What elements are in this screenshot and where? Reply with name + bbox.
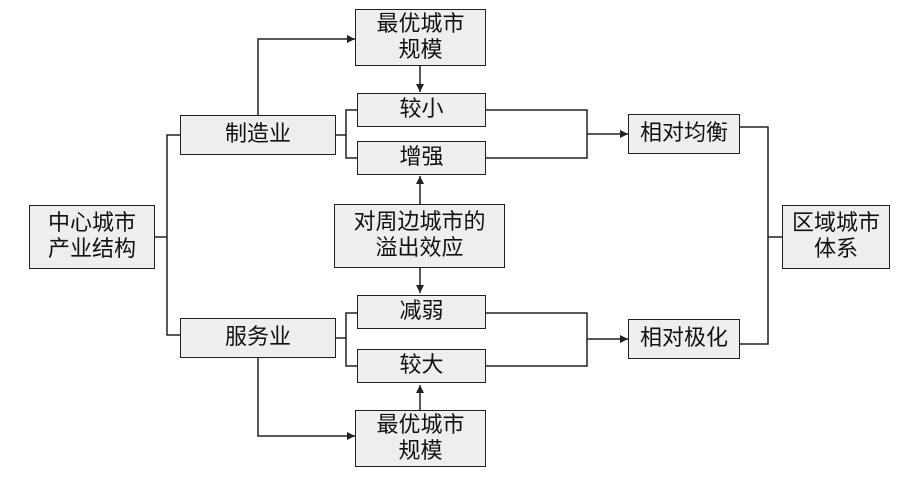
node-services-label: 服务业 bbox=[224, 325, 291, 350]
node-optimal-size-top-line-1: 最优城市 bbox=[376, 11, 465, 37]
node-optimal-size-top-line-2: 规模 bbox=[398, 37, 443, 63]
connector-core-bracket bbox=[166, 134, 180, 336]
node-relative-polarization: 相对极化 bbox=[628, 319, 740, 359]
node-spillover-effect: 对周边城市的 溢出效应 bbox=[334, 204, 505, 268]
node-smaller-label: 较小 bbox=[399, 97, 444, 122]
node-weaker: 减弱 bbox=[357, 295, 486, 329]
arrow-services-to-optimal-bottom bbox=[257, 358, 355, 440]
node-regional-city-system: 区域城市 体系 bbox=[782, 205, 890, 269]
node-services: 服务业 bbox=[180, 318, 336, 358]
node-spillover-effect-line-2: 溢出效应 bbox=[375, 236, 464, 261]
connector-to-regional-system bbox=[740, 126, 769, 345]
node-weaker-label: 减弱 bbox=[399, 299, 444, 324]
node-optimal-size-bottom-line-1: 最优城市 bbox=[376, 412, 465, 438]
node-stronger-label: 增强 bbox=[399, 145, 444, 170]
connector-smaller-out bbox=[486, 109, 588, 159]
node-relative-balance-label: 相对均衡 bbox=[639, 121, 728, 146]
node-optimal-size-top: 最优城市 规模 bbox=[355, 9, 486, 66]
connector-manufacturing-bracket bbox=[345, 109, 357, 159]
connector-weaker-out bbox=[486, 312, 588, 367]
arrow-manufacturing-to-optimal-top bbox=[257, 35, 355, 115]
node-core-industry: 中心城市 产业结构 bbox=[29, 205, 155, 269]
node-regional-city-system-line-1: 区域城市 bbox=[791, 211, 880, 236]
node-relative-polarization-label: 相对极化 bbox=[639, 326, 728, 351]
node-larger-label: 较大 bbox=[399, 353, 444, 378]
node-relative-balance: 相对均衡 bbox=[628, 114, 740, 154]
node-spillover-effect-line-1: 对周边城市的 bbox=[353, 210, 486, 235]
node-regional-city-system-line-2: 体系 bbox=[813, 237, 858, 262]
node-smaller: 较小 bbox=[357, 93, 486, 127]
node-optimal-size-bottom-line-2: 规模 bbox=[398, 438, 443, 464]
node-larger: 较大 bbox=[357, 349, 486, 383]
connector-services-bracket bbox=[345, 312, 357, 367]
node-manufacturing: 制造业 bbox=[180, 115, 336, 155]
node-stronger: 增强 bbox=[357, 141, 486, 175]
node-core-industry-line-1: 中心城市 bbox=[47, 211, 136, 236]
node-optimal-size-bottom: 最优城市 规模 bbox=[355, 410, 486, 467]
node-manufacturing-label: 制造业 bbox=[224, 122, 291, 147]
node-core-industry-line-2: 产业结构 bbox=[47, 237, 136, 262]
